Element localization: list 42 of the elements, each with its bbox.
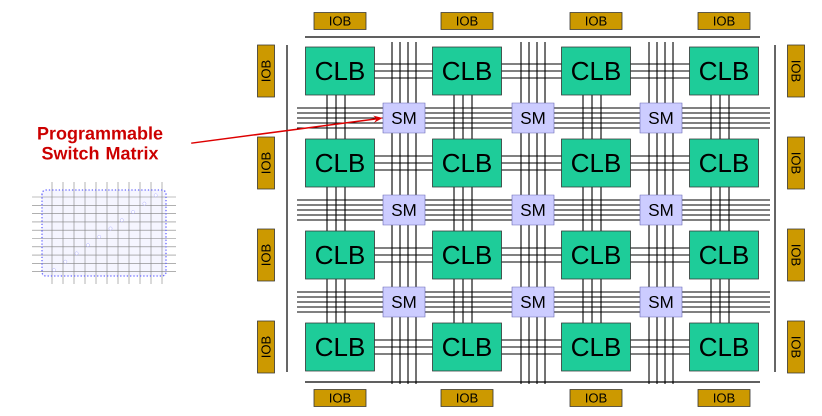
- switch-box: SM: [382, 194, 426, 226]
- switch-box: SM: [512, 194, 554, 226]
- io-block: IOB: [570, 389, 622, 407]
- logic-block: CLB: [305, 138, 375, 188]
- io-block: IOB: [787, 228, 805, 282]
- logic-block: CLB: [305, 322, 375, 372]
- logic-block: CLB: [689, 230, 759, 280]
- logic-block: CLB: [561, 230, 631, 280]
- io-block: IOB: [698, 12, 750, 30]
- logic-block: CLB: [432, 322, 502, 372]
- io-block: IOB: [698, 389, 750, 407]
- logic-block: CLB: [305, 230, 375, 280]
- io-block: IOB: [314, 389, 366, 407]
- io-block: IOB: [570, 12, 622, 30]
- switch-box: SM: [512, 102, 554, 134]
- logic-block: CLB: [432, 46, 502, 96]
- io-block: IOB: [257, 136, 275, 190]
- io-block: IOB: [440, 389, 494, 407]
- logic-block: CLB: [305, 46, 375, 96]
- logic-block: CLB: [432, 230, 502, 280]
- io-block: IOB: [440, 12, 494, 30]
- switch-box: SM: [512, 286, 554, 318]
- logic-block: CLB: [689, 322, 759, 372]
- switch-box: SM: [382, 286, 426, 318]
- io-block: IOB: [257, 320, 275, 374]
- logic-block: CLB: [561, 138, 631, 188]
- switch-box: SM: [640, 286, 682, 318]
- logic-block: CLB: [561, 322, 631, 372]
- io-block: IOB: [787, 320, 805, 374]
- callout-text: Programmable Switch Matrix: [38, 126, 162, 160]
- switch-box: SM: [640, 102, 682, 134]
- io-block: IOB: [314, 12, 366, 30]
- io-block: IOB: [257, 228, 275, 282]
- logic-block: CLB: [432, 138, 502, 188]
- logic-block: CLB: [689, 138, 759, 188]
- switch-box: SM: [640, 194, 682, 226]
- switch-box: SM: [382, 102, 426, 134]
- io-block: IOB: [257, 44, 275, 98]
- logic-block: CLB: [561, 46, 631, 96]
- logic-block: CLB: [689, 46, 759, 96]
- io-block: IOB: [787, 136, 805, 190]
- io-block: IOB: [787, 44, 805, 98]
